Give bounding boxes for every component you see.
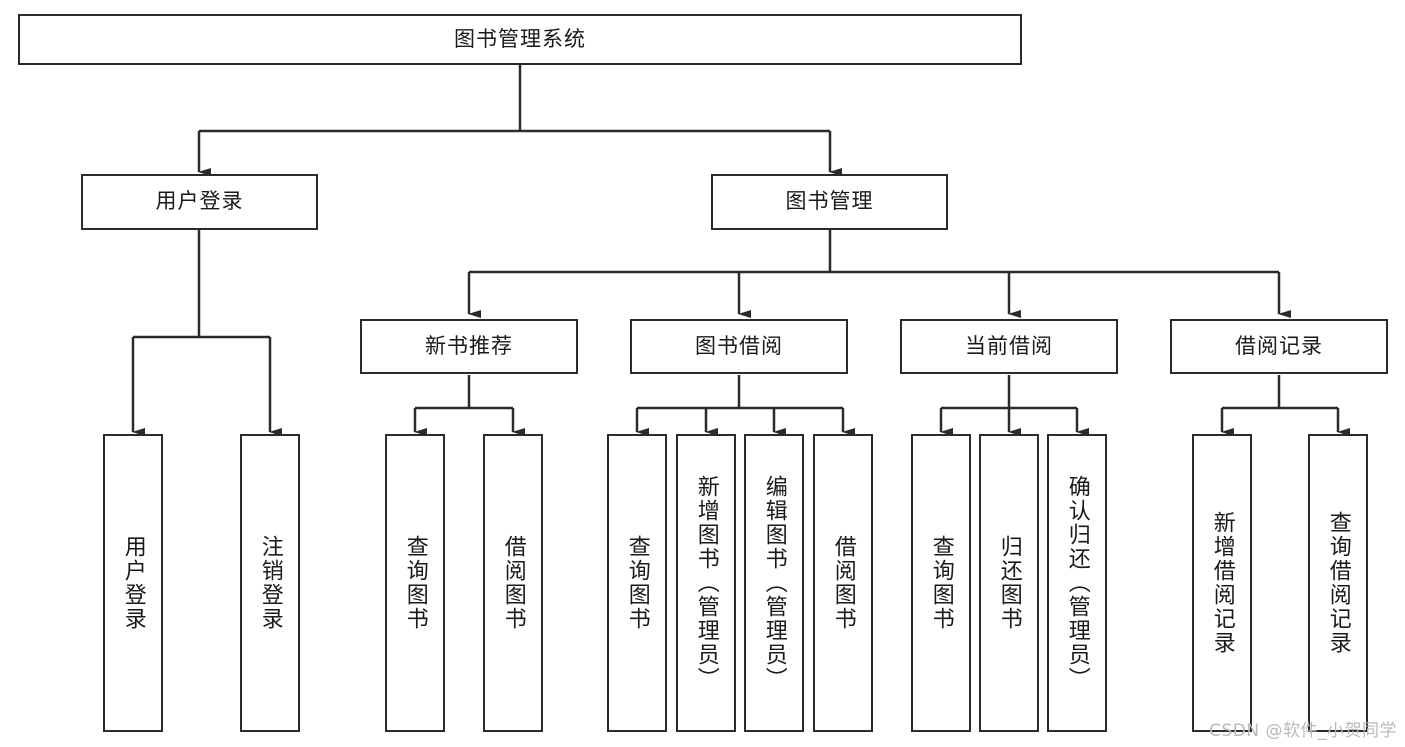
node-label: 查询图书 (402, 535, 428, 631)
node-book-management[interactable]: 图书管理 (711, 174, 948, 230)
node-label: 归还图书 (996, 535, 1022, 631)
leaf-edit-book-admin[interactable]: 编辑图书（管理员） (744, 434, 804, 732)
node-label: 确认归还（管理员） (1064, 475, 1090, 691)
node-root-book-management-system[interactable]: 图书管理系统 (18, 14, 1022, 65)
node-label: 借阅图书 (830, 535, 856, 631)
leaf-query-book-current[interactable]: 查询图书 (911, 434, 971, 732)
node-label: 编辑图书（管理员） (761, 475, 787, 691)
node-label: 用户登录 (155, 189, 244, 214)
leaf-add-book-admin[interactable]: 新增图书（管理员） (676, 434, 736, 732)
leaf-return-book[interactable]: 归还图书 (979, 434, 1039, 732)
node-label: 借阅图书 (500, 535, 526, 631)
node-label: 查询图书 (928, 535, 954, 631)
node-label: 用户登录 (120, 535, 146, 631)
node-label: 图书借阅 (695, 333, 783, 358)
node-label: 查询图书 (624, 535, 650, 631)
leaf-borrow-book-new-rec[interactable]: 借阅图书 (483, 434, 543, 732)
leaf-confirm-return-admin[interactable]: 确认归还（管理员） (1047, 434, 1107, 732)
leaf-logout[interactable]: 注销登录 (240, 434, 300, 732)
node-borrowing-record[interactable]: 借阅记录 (1170, 319, 1388, 374)
node-current-borrowing[interactable]: 当前借阅 (900, 319, 1118, 374)
leaf-user-login[interactable]: 用户登录 (103, 434, 163, 732)
leaf-query-borrow-record[interactable]: 查询借阅记录 (1308, 434, 1368, 732)
node-label: 新增借阅记录 (1209, 511, 1235, 655)
leaf-add-borrow-record[interactable]: 新增借阅记录 (1192, 434, 1252, 732)
leaf-query-book-borrowing[interactable]: 查询图书 (607, 434, 667, 732)
node-label: 当前借阅 (965, 333, 1053, 358)
node-label: 新增图书（管理员） (693, 475, 719, 691)
node-label: 图书管理 (785, 189, 874, 214)
leaf-query-book-new-rec[interactable]: 查询图书 (385, 434, 445, 732)
leaf-borrow-book-borrowing[interactable]: 借阅图书 (813, 434, 873, 732)
node-label: 借阅记录 (1235, 333, 1323, 358)
node-book-borrowing[interactable]: 图书借阅 (630, 319, 848, 374)
node-label: 查询借阅记录 (1325, 511, 1351, 655)
node-new-book-recommendation[interactable]: 新书推荐 (360, 319, 578, 374)
node-label: 新书推荐 (425, 333, 513, 358)
node-label: 图书管理系统 (454, 26, 586, 51)
node-user-login[interactable]: 用户登录 (81, 174, 318, 230)
node-label: 注销登录 (257, 535, 283, 631)
